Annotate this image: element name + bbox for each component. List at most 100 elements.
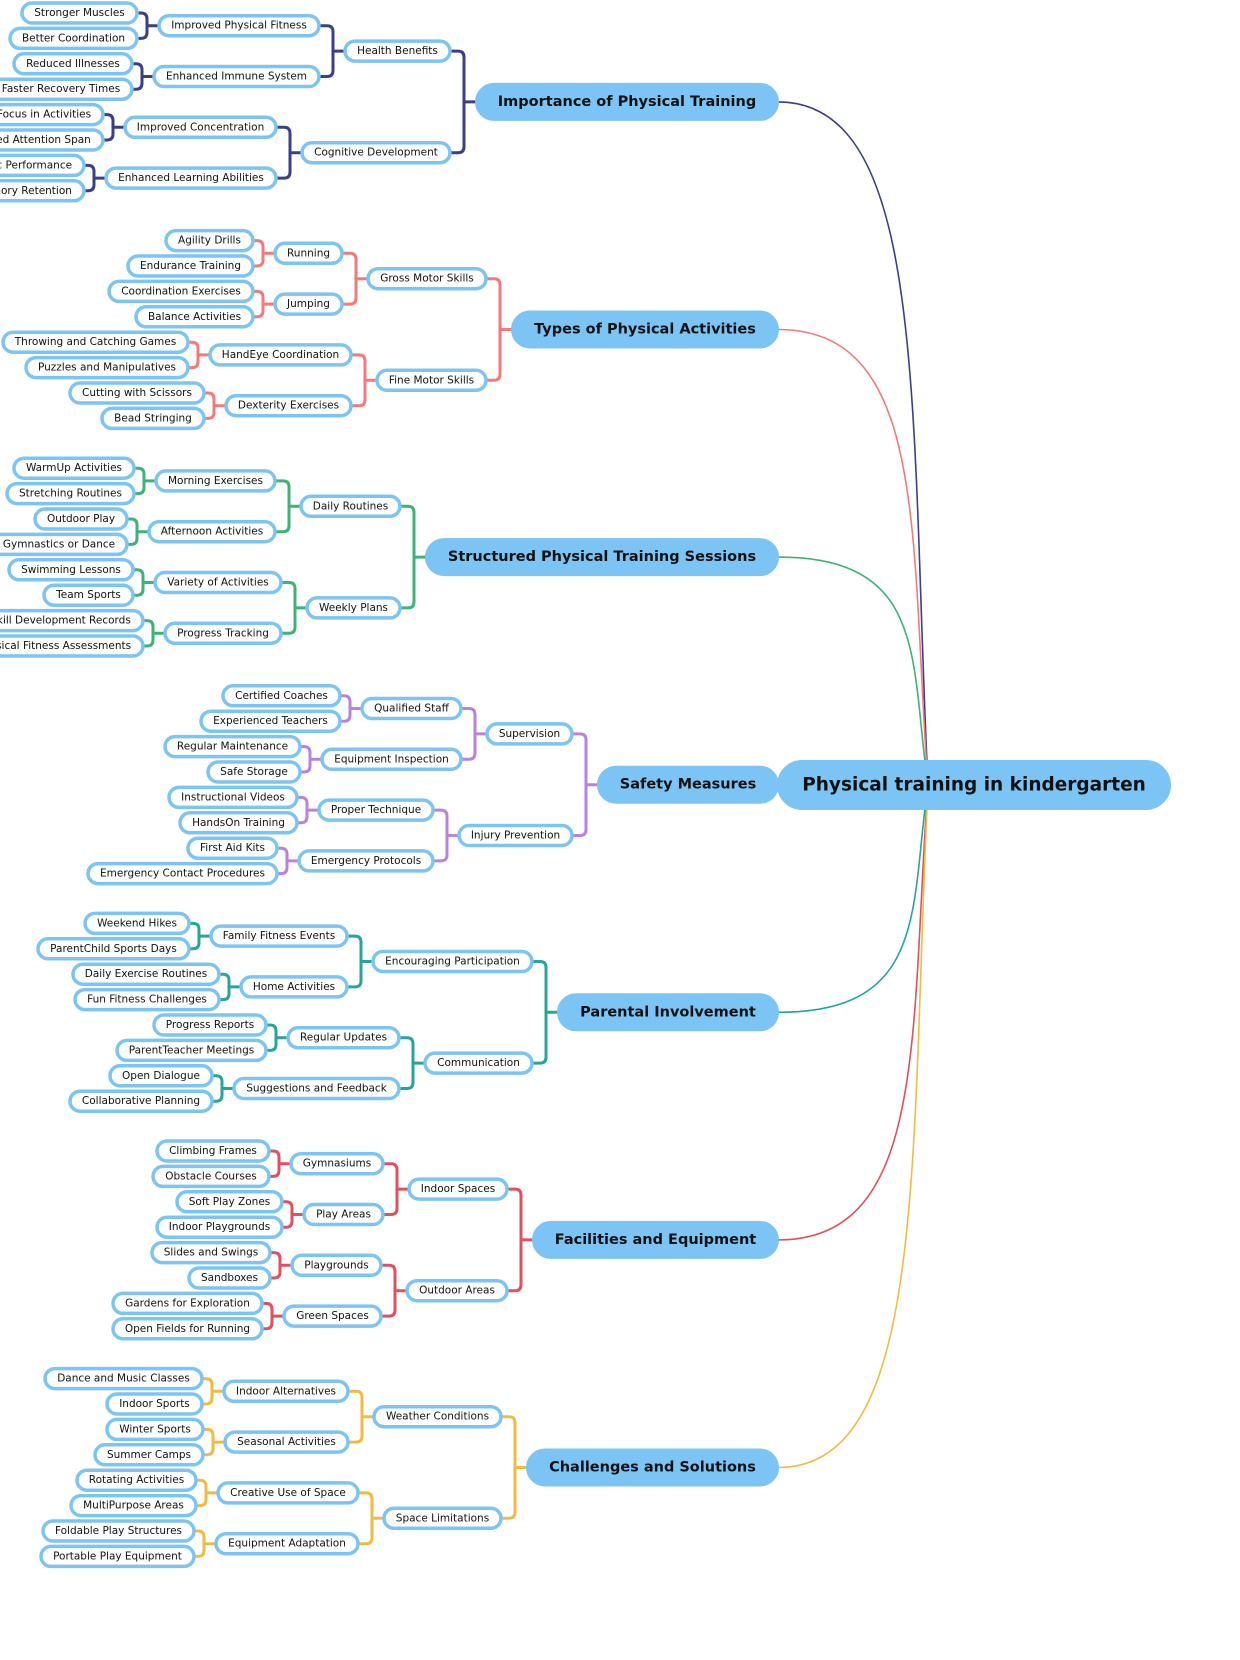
topic-node-running[interactable]: Running [273, 241, 344, 266]
topic-node-physical-fitness-assessments[interactable]: Physical Fitness Assessments [0, 634, 145, 658]
topic-node-reduced-illnesses[interactable]: Reduced Illnesses [12, 52, 134, 76]
topic-node-puzzles-and-manipulatives[interactable]: Puzzles and Manipulatives [24, 355, 190, 380]
topic-node-enhanced-immune-system[interactable]: Enhanced Immune System [152, 64, 321, 89]
topic-node-sandboxes[interactable]: Sandboxes [187, 1266, 272, 1290]
topic-node-fun-fitness-challenges[interactable]: Fun Fitness Challenges [73, 987, 221, 1012]
topic-node-regular-maintenance[interactable]: Regular Maintenance [163, 734, 302, 759]
topic-node-gardens-for-exploration[interactable]: Gardens for Exploration [111, 1291, 264, 1316]
branch-node-types-of-physical-activities[interactable]: Types of Physical Activities [511, 310, 779, 349]
topic-node-obstacle-courses[interactable]: Obstacle Courses [151, 1164, 271, 1189]
topic-node-portable-play-equipment[interactable]: Portable Play Equipment [39, 1544, 196, 1569]
topic-node-collaborative-planning[interactable]: Collaborative Planning [68, 1089, 214, 1113]
topic-node-fine-motor-skills[interactable]: Fine Motor Skills [375, 368, 488, 393]
topic-node-improved-memory-retention[interactable]: Improved Memory Retention [0, 179, 86, 203]
topic-node-suggestions-and-feedback[interactable]: Suggestions and Feedback [232, 1076, 401, 1101]
topic-node-gross-motor-skills[interactable]: Gross Motor Skills [366, 266, 488, 291]
topic-node-regular-updates[interactable]: Regular Updates [286, 1025, 401, 1050]
topic-node-space-limitations[interactable]: Space Limitations [382, 1506, 503, 1531]
topic-node-better-academic-performance[interactable]: Better Academic Performance [0, 153, 86, 178]
topic-node-cognitive-development[interactable]: Cognitive Development [300, 140, 452, 165]
topic-node-team-sports[interactable]: Team Sports [42, 583, 135, 607]
topic-node-outdoor-play[interactable]: Outdoor Play [33, 507, 129, 531]
topic-node-communication[interactable]: Communication [423, 1051, 534, 1075]
topic-node-daily-routines[interactable]: Daily Routines [299, 494, 402, 519]
topic-node-weekend-hikes[interactable]: Weekend Hikes [83, 911, 191, 936]
topic-node-skill-development-records[interactable]: Skill Development Records [0, 608, 145, 633]
topic-node-indoor-spaces[interactable]: Indoor Spaces [407, 1177, 509, 1201]
branch-node-facilities-and-equipment[interactable]: Facilities and Equipment [532, 1220, 779, 1259]
topic-node-first-aid-kits[interactable]: First Aid Kits [186, 836, 279, 860]
topic-node-seasonal-activities[interactable]: Seasonal Activities [223, 1430, 350, 1454]
topic-node-safe-storage[interactable]: Safe Storage [206, 760, 302, 784]
topic-node-equipment-inspection[interactable]: Equipment Inspection [320, 747, 463, 772]
topic-node-dexterity-exercises[interactable]: Dexterity Exercises [224, 393, 353, 418]
topic-node-handeye-coordination[interactable]: HandEye Coordination [208, 343, 353, 367]
topic-node-jumping[interactable]: Jumping [273, 292, 344, 316]
topic-node-home-activities[interactable]: Home Activities [239, 975, 349, 999]
topic-node-green-spaces[interactable]: Green Spaces [282, 1304, 383, 1328]
topic-node-family-fitness-events[interactable]: Family Fitness Events [209, 924, 349, 948]
topic-node-cutting-with-scissors[interactable]: Cutting with Scissors [68, 381, 206, 405]
topic-node-variety-of-activities[interactable]: Variety of Activities [153, 570, 283, 595]
branch-node-challenges-and-solutions[interactable]: Challenges and Solutions [526, 1448, 779, 1487]
topic-node-indoor-sports[interactable]: Indoor Sports [105, 1392, 204, 1416]
topic-node-soft-play-zones[interactable]: Soft Play Zones [175, 1190, 284, 1214]
topic-node-playgrounds[interactable]: Playgrounds [290, 1253, 383, 1278]
topic-node-balance-activities[interactable]: Balance Activities [134, 305, 255, 329]
topic-node-agility-drills[interactable]: Agility Drills [164, 228, 255, 253]
topic-node-emergency-protocols[interactable]: Emergency Protocols [297, 849, 435, 873]
topic-node-winter-sports[interactable]: Winter Sports [105, 1417, 205, 1442]
topic-node-proper-technique[interactable]: Proper Technique [317, 798, 435, 822]
topic-node-encouraging-participation[interactable]: Encouraging Participation [371, 949, 534, 974]
topic-node-progress-tracking[interactable]: Progress Tracking [163, 621, 283, 646]
topic-node-weather-conditions[interactable]: Weather Conditions [372, 1404, 503, 1429]
topic-node-gymnasiums[interactable]: Gymnasiums [289, 1151, 385, 1176]
topic-node-play-areas[interactable]: Play Areas [302, 1202, 385, 1227]
topic-node-faster-recovery-times[interactable]: Faster Recovery Times [0, 77, 134, 101]
topic-node-qualified-staff[interactable]: Qualified Staff [360, 696, 463, 721]
topic-node-improved-concentration[interactable]: Improved Concentration [123, 115, 278, 140]
topic-node-rotating-activities[interactable]: Rotating Activities [75, 1468, 198, 1492]
topic-node-endurance-training[interactable]: Endurance Training [126, 254, 255, 278]
topic-node-improved-physical-fitness[interactable]: Improved Physical Fitness [157, 13, 321, 38]
topic-node-emergency-contact-procedures[interactable]: Emergency Contact Procedures [86, 861, 279, 886]
topic-node-daily-exercise-routines[interactable]: Daily Exercise Routines [71, 962, 221, 986]
topic-node-outdoor-areas[interactable]: Outdoor Areas [405, 1278, 509, 1303]
branch-node-structured-physical-training-sessions[interactable]: Structured Physical Training Sessions [425, 538, 779, 577]
topic-node-enhanced-learning-abilities[interactable]: Enhanced Learning Abilities [104, 166, 278, 190]
topic-node-handson-training[interactable]: HandsOn Training [178, 811, 299, 835]
topic-node-parentchild-sports-days[interactable]: ParentChild Sports Days [36, 937, 191, 961]
topic-node-equipment-adaptation[interactable]: Equipment Adaptation [214, 1531, 360, 1556]
topic-node-injury-prevention[interactable]: Injury Prevention [457, 823, 574, 848]
branch-node-safety-measures[interactable]: Safety Measures [597, 765, 779, 804]
topic-node-foldable-play-structures[interactable]: Foldable Play Structures [41, 1519, 196, 1543]
topic-node-multipurpose-areas[interactable]: MultiPurpose Areas [69, 1493, 198, 1518]
topic-node-slides-and-swings[interactable]: Slides and Swings [150, 1240, 272, 1265]
topic-node-stretching-routines[interactable]: Stretching Routines [5, 481, 136, 506]
topic-node-stronger-muscles[interactable]: Stronger Muscles [20, 1, 139, 25]
topic-node-dance-and-music-classes[interactable]: Dance and Music Classes [43, 1366, 204, 1391]
root-node[interactable]: Physical training in kindergarten [777, 760, 1171, 810]
topic-node-better-focus-in-activities[interactable]: Better Focus in Activities [0, 102, 105, 127]
topic-node-open-dialogue[interactable]: Open Dialogue [108, 1064, 214, 1088]
topic-node-instructional-videos[interactable]: Instructional Videos [167, 785, 299, 810]
topic-node-parentteacher-meetings[interactable]: ParentTeacher Meetings [115, 1038, 268, 1063]
topic-node-swimming-lessons[interactable]: Swimming Lessons [7, 558, 135, 582]
topic-node-progress-reports[interactable]: Progress Reports [152, 1013, 268, 1037]
topic-node-creative-use-of-space[interactable]: Creative Use of Space [216, 1481, 360, 1505]
topic-node-weekly-plans[interactable]: Weekly Plans [305, 596, 402, 620]
topic-node-certified-coaches[interactable]: Certified Coaches [221, 684, 342, 708]
topic-node-indoor-alternatives[interactable]: Indoor Alternatives [222, 1379, 350, 1404]
topic-node-warmup-activities[interactable]: WarmUp Activities [12, 456, 136, 480]
topic-node-open-fields-for-running[interactable]: Open Fields for Running [111, 1317, 264, 1341]
topic-node-bead-stringing[interactable]: Bead Stringing [100, 406, 206, 431]
topic-node-increased-attention-span[interactable]: Increased Attention Span [0, 128, 105, 152]
topic-node-better-coordination[interactable]: Better Coordination [8, 26, 139, 51]
topic-node-experienced-teachers[interactable]: Experienced Teachers [199, 709, 342, 733]
topic-node-health-benefits[interactable]: Health Benefits [343, 39, 452, 63]
topic-node-indoor-playgrounds[interactable]: Indoor Playgrounds [155, 1215, 284, 1239]
topic-node-summer-camps[interactable]: Summer Camps [93, 1443, 205, 1467]
branch-node-importance-of-physical-training[interactable]: Importance of Physical Training [475, 82, 779, 121]
branch-node-parental-involvement[interactable]: Parental Involvement [557, 993, 779, 1032]
topic-node-afternoon-activities[interactable]: Afternoon Activities [147, 519, 277, 544]
